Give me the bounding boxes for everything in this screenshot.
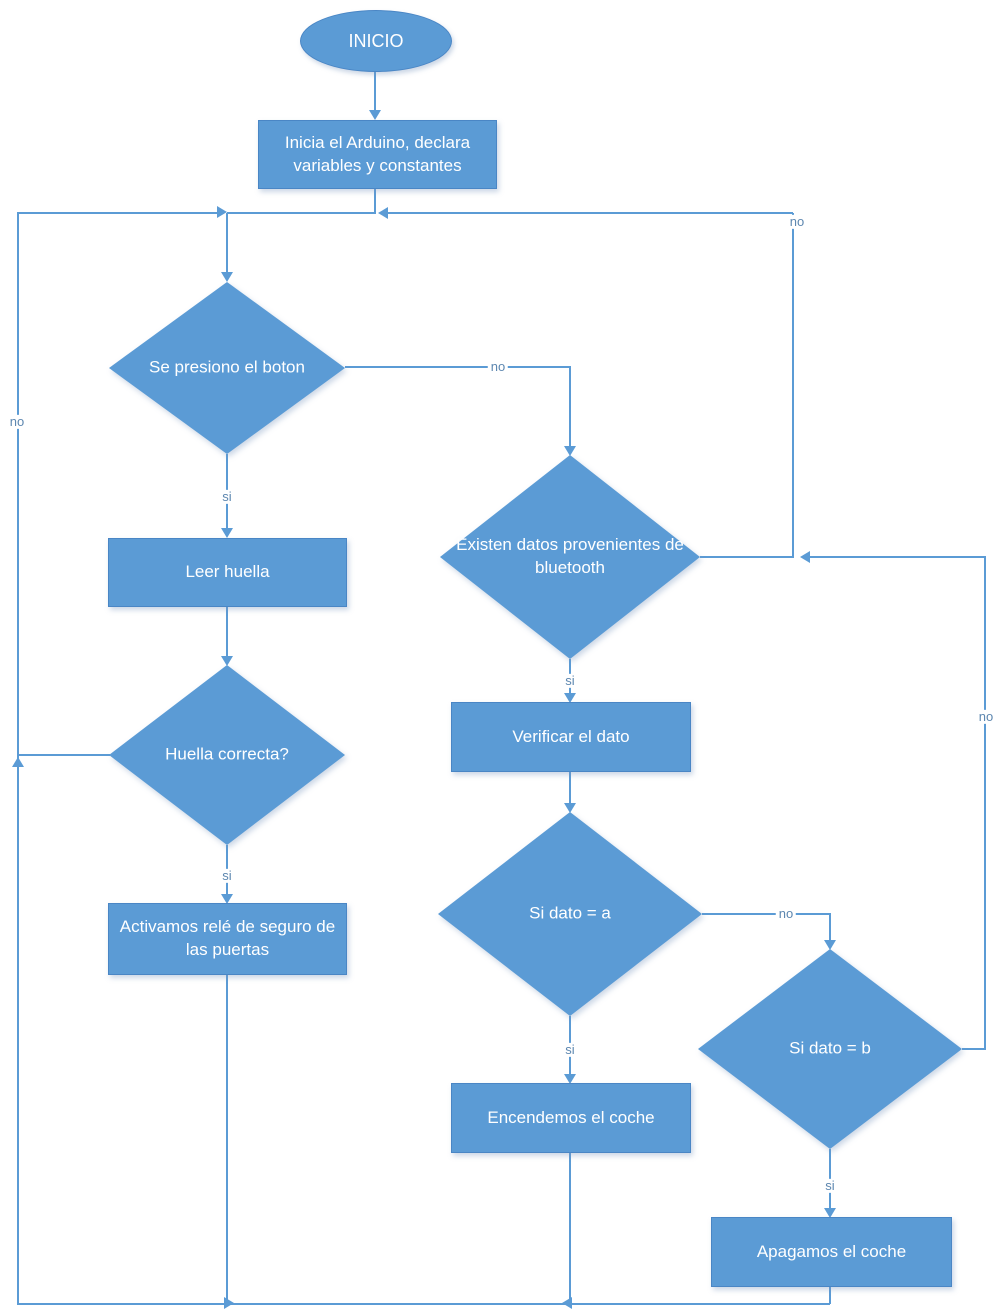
connector-inicia-elbow — [227, 212, 376, 214]
connector-apagamos-down — [829, 1285, 831, 1304]
connector-boton-no-a — [345, 366, 571, 368]
connector-activamos-down — [226, 973, 228, 1304]
edge-label-dato-b-si: si — [822, 1178, 838, 1194]
arrowhead-down — [221, 272, 233, 282]
connector-dato-b-no-a — [962, 1048, 986, 1050]
node-activamos-rele: Activamos relé de seguro de las puertas — [108, 903, 347, 975]
node-existen-datos-bluetooth: Existen datos provenientes de bluetooth — [440, 455, 700, 659]
arrowhead-down — [824, 940, 836, 950]
node-se-presiono-boton: Se presiono el boton — [109, 282, 345, 454]
connector-bt-no-a — [700, 556, 794, 558]
node-existen-datos-bluetooth-label: Existen datos provenientes de bluetooth — [456, 535, 684, 577]
arrowhead-left — [562, 1297, 572, 1309]
arrowhead-down — [221, 656, 233, 666]
edge-label-bt-si: si — [562, 673, 578, 689]
node-apagamos-coche-label: Apagamos el coche — [756, 1241, 907, 1261]
node-verificar-dato: Verificar el dato — [451, 702, 691, 772]
connector-dato-b-no-c — [802, 556, 986, 558]
node-verificar-dato-label: Verificar el dato — [512, 726, 630, 746]
arrowhead-down — [369, 110, 381, 120]
node-activamos-rele-label: Activamos relé de seguro de las puertas — [119, 917, 336, 959]
arrowhead-right — [224, 1297, 234, 1309]
connector-encendemos-down — [569, 1151, 571, 1304]
arrowhead-down — [564, 446, 576, 456]
node-encendemos-coche: Encendemos el coche — [451, 1083, 691, 1153]
connector-verificar — [569, 770, 571, 806]
edge-label-dato-b-no: no — [975, 709, 997, 725]
connector-bt-no-c — [382, 212, 793, 214]
node-se-presiono-boton-label: Se presiono el boton — [149, 357, 305, 377]
node-si-dato-a: Si dato = a — [438, 812, 702, 1016]
connector-dato-a-no-b — [829, 914, 831, 943]
arrowhead-down — [221, 894, 233, 904]
arrowhead-up — [12, 757, 24, 767]
connector-inicia-drop — [374, 187, 376, 214]
edge-label-bt-no: no — [786, 214, 808, 230]
node-leer-huella: Leer huella — [108, 538, 347, 607]
node-inicio: INICIO — [300, 10, 452, 72]
node-inicia-arduino: Inicia el Arduino, declara variables y c… — [258, 120, 497, 189]
arrowhead-down — [564, 1074, 576, 1084]
arrowhead-right — [217, 206, 227, 218]
arrowhead-down — [221, 528, 233, 538]
connector-to-boton — [226, 213, 228, 274]
edge-label-dato-a-no: no — [775, 906, 797, 922]
node-apagamos-coche: Apagamos el coche — [711, 1217, 952, 1287]
node-huella-correcta: Huella correcta? — [109, 665, 345, 845]
node-si-dato-b-label: Si dato = b — [789, 1038, 871, 1058]
edge-label-huella-no: no — [6, 414, 28, 430]
arrowhead-down — [564, 693, 576, 703]
node-inicio-label: INICIO — [348, 30, 404, 51]
node-si-dato-a-label: Si dato = a — [529, 903, 611, 923]
connector-bt-no-b — [792, 213, 794, 557]
connector-boton-no-b — [569, 367, 571, 448]
edge-label-huella-si: si — [219, 868, 235, 884]
arrowhead-left — [800, 551, 810, 563]
connector-dato-a-no-a — [702, 913, 831, 915]
edge-label-boton-no: no — [487, 359, 509, 375]
connector-huella-no-c — [17, 212, 218, 214]
arrowhead-left — [378, 207, 388, 219]
arrowhead-down — [564, 803, 576, 813]
connector-dato-b-no-b — [984, 556, 986, 1050]
edge-label-boton-si: si — [219, 489, 235, 505]
node-leer-huella-label: Leer huella — [185, 562, 270, 582]
node-encendemos-coche-label: Encendemos el coche — [487, 1107, 655, 1127]
node-huella-correcta-label: Huella correcta? — [165, 744, 289, 764]
arrowhead-down — [824, 1208, 836, 1218]
edge-label-dato-a-si: si — [562, 1042, 578, 1058]
connector-huella-no-a — [18, 754, 110, 756]
connector-bottom-trunk — [17, 1303, 830, 1305]
connector-inicio-inicia — [374, 70, 376, 112]
node-inicia-arduino-label: Inicia el Arduino, declara variables y c… — [284, 132, 471, 175]
node-si-dato-b: Si dato = b — [698, 949, 962, 1149]
connector-leer-huella — [226, 605, 228, 658]
